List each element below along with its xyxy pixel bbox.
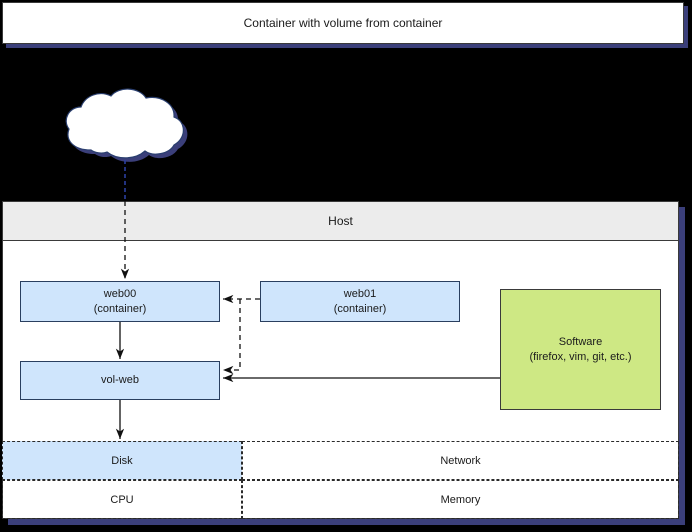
node-web01[interactable]: web01 (container) <box>260 281 460 322</box>
node-software-title: Software <box>558 335 603 348</box>
page-title: Container with volume from container <box>243 16 443 30</box>
resource-cell-network: Network <box>242 441 679 480</box>
node-vol-web[interactable]: vol-web <box>20 361 220 400</box>
resource-cell-cpu: CPU <box>2 480 242 519</box>
node-web01-title: web01 <box>343 287 377 300</box>
node-web01-subtitle: (container) <box>333 302 387 315</box>
resource-label-memory: Memory <box>440 493 481 506</box>
host-header: Host <box>3 202 678 241</box>
node-web00[interactable]: web00 (container) <box>20 281 220 322</box>
resource-cell-memory: Memory <box>242 480 679 519</box>
resource-label-disk: Disk <box>111 454 133 467</box>
node-vol-web-title: vol-web <box>101 374 139 387</box>
node-software[interactable]: Software (firefox, vim, git, etc.) <box>500 289 661 410</box>
resource-label-network: Network <box>440 454 481 467</box>
resource-grid: Disk Network CPU Memory <box>2 441 679 519</box>
resource-cell-disk: Disk <box>2 441 242 480</box>
node-web00-subtitle: (container) <box>93 302 147 315</box>
node-software-subtitle: (firefox, vim, git, etc.) <box>529 350 632 363</box>
title-window: Container with volume from container <box>2 2 684 44</box>
host-label: Host <box>328 214 353 228</box>
cloud-icon <box>56 84 196 168</box>
resource-label-cpu: CPU <box>110 493 134 506</box>
node-web00-title: web00 <box>103 287 137 300</box>
